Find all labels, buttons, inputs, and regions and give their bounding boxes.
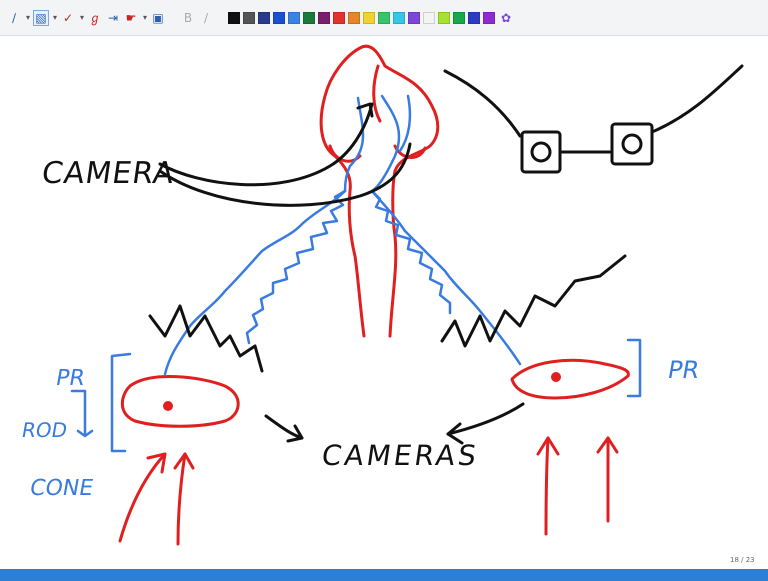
highlighter-dropdown-icon[interactable]: ▾ <box>52 13 57 22</box>
color-swatch[interactable] <box>453 12 465 24</box>
italic-icon[interactable]: / <box>203 11 209 25</box>
light-paths <box>163 94 522 376</box>
nose-sketch <box>319 44 440 338</box>
color-swatch[interactable] <box>243 12 255 24</box>
color-swatch[interactable] <box>483 12 495 24</box>
color-swatch[interactable] <box>363 12 375 24</box>
eye-sketches <box>120 358 630 428</box>
hand-icon[interactable]: ☛ <box>125 11 137 25</box>
camera-arrows <box>264 402 525 445</box>
camera-strokes <box>158 102 412 207</box>
color-swatch[interactable] <box>393 12 405 24</box>
palette-icon[interactable]: ✿ <box>500 11 512 25</box>
hand-dropdown-icon[interactable]: ▾ <box>142 13 147 22</box>
nerve-squiggles <box>148 254 627 373</box>
lasso-icon[interactable]: ℊ <box>88 11 101 25</box>
cameras-label: CAMERAS <box>319 439 482 472</box>
light-arrows <box>118 436 619 546</box>
ink-drawing <box>70 44 744 546</box>
camera-label: CAMERA <box>39 156 177 191</box>
highlighter-icon[interactable]: ▧ <box>33 10 49 26</box>
color-swatch[interactable] <box>273 12 285 24</box>
whiteboard-canvas[interactable]: CAMERA CAMERAS PR ROD CONE PR <box>0 36 768 569</box>
cone-label: CONE <box>27 476 96 501</box>
color-swatch[interactable] <box>378 12 390 24</box>
binocular-sketch <box>443 64 744 174</box>
insert-space-icon[interactable]: ⇥ <box>107 11 119 25</box>
eraser-dropdown-icon[interactable]: ▾ <box>79 13 84 22</box>
color-swatch[interactable] <box>288 12 300 24</box>
color-swatch[interactable] <box>303 12 315 24</box>
color-swatch[interactable] <box>228 12 240 24</box>
rod-label: ROD <box>19 418 70 442</box>
color-swatch[interactable] <box>408 12 420 24</box>
color-swatch[interactable] <box>468 12 480 24</box>
bold-icon[interactable]: B <box>183 11 193 25</box>
drawing-toolbar: ∕▾▧▾✓▾ℊ⇥☛▾▣B/✿ <box>0 0 768 36</box>
pen-icon[interactable]: ∕ <box>11 11 17 25</box>
color-swatch[interactable] <box>348 12 360 24</box>
color-swatch[interactable] <box>258 12 270 24</box>
bracket-marks <box>70 338 642 453</box>
eraser-icon[interactable]: ✓ <box>62 11 74 25</box>
color-swatch[interactable] <box>438 12 450 24</box>
bottom-scrollbar[interactable] <box>0 569 768 581</box>
page-indicator: 18 / 23 <box>730 556 755 564</box>
pr-right-label: PR <box>665 356 702 384</box>
color-swatch[interactable] <box>318 12 330 24</box>
eye-pupils <box>163 372 561 411</box>
pen-dropdown-icon[interactable]: ▾ <box>25 13 30 22</box>
pr-left-label: PR <box>53 366 87 391</box>
image-icon[interactable]: ▣ <box>152 11 164 25</box>
color-swatch[interactable] <box>333 12 345 24</box>
color-swatch[interactable] <box>423 12 435 24</box>
